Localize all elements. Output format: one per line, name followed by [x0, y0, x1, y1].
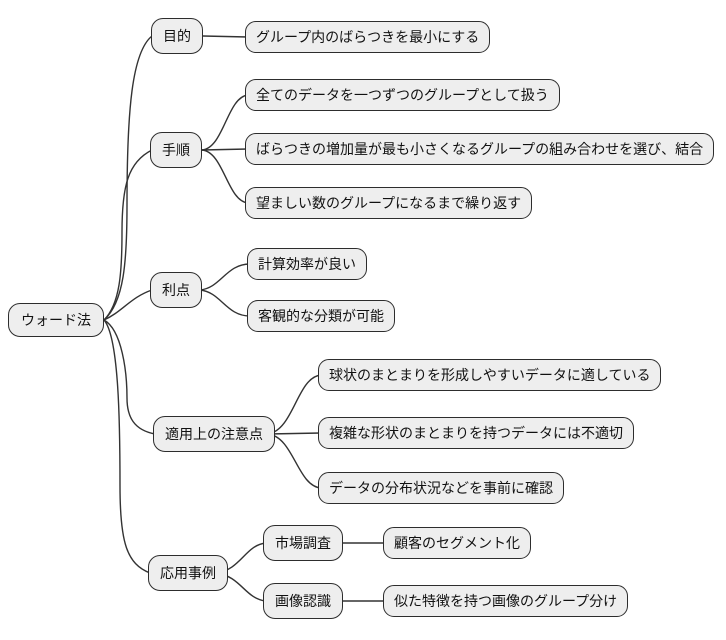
edge-cautions-child2 [267, 433, 322, 489]
branch-node-procedure: 手順 [150, 132, 202, 168]
branch-node-image-recognition: 画像認識 [263, 583, 343, 619]
leaf-node-complex-shapes-unsuitable: 複雑な形状のまとまりを持つデータには不適切 [318, 417, 634, 449]
leaf-node-treat-each-data: 全てのデータを一つずつのグループとして扱う [245, 79, 560, 111]
edge-procedure-child1 [201, 148, 249, 151]
leaf-node-spherical-clusters: 球状のまとまりを形成しやすいデータに適している [318, 359, 662, 391]
edge-root-cautions [103, 319, 156, 435]
leaf-node-objective-classification: 客観的な分類が可能 [247, 300, 395, 332]
edge-root-applications [103, 319, 151, 574]
edge-procedure-child0 [201, 94, 249, 151]
mindmap-root-node: ウォード法 [8, 303, 104, 337]
leaf-node-computational-efficiency: 計算効率が良い [247, 248, 367, 280]
edge-root-purpose [103, 35, 153, 321]
leaf-node-check-distribution: データの分布状況などを事前に確認 [318, 472, 564, 504]
leaf-node-repeat-until-desired: 望ましい数のグループになるまで繰り返す [245, 187, 533, 219]
branch-node-advantages: 利点 [150, 272, 202, 308]
edge-advantages-child0 [199, 263, 251, 291]
leaf-node-merge-smallest-increase: ばらつきの増加量が最も小さくなるグループの組み合わせを選び、結合 [245, 133, 715, 165]
edge-purpose-child0 [202, 35, 249, 38]
edge-root-procedure [103, 149, 153, 321]
leaf-node-customer-segmentation: 顧客のセグメント化 [383, 527, 531, 559]
leaf-node-group-similar-images: 似た特徴を持つ画像のグループ分け [383, 585, 629, 617]
branch-node-applications: 応用事例 [148, 555, 228, 591]
edge-procedure-child2 [201, 149, 249, 204]
edge-cautions-child1 [267, 432, 322, 435]
edge-advantages-child1 [199, 289, 251, 317]
leaf-node-minimize-variance: グループ内のばらつきを最小にする [245, 21, 491, 53]
branch-node-market-research: 市場調査 [263, 525, 343, 561]
edge-cautions-child0 [267, 374, 322, 435]
branch-node-cautions: 適用上の注意点 [153, 416, 275, 452]
edge-root-advantages [103, 289, 153, 321]
branch-node-purpose: 目的 [151, 18, 203, 54]
